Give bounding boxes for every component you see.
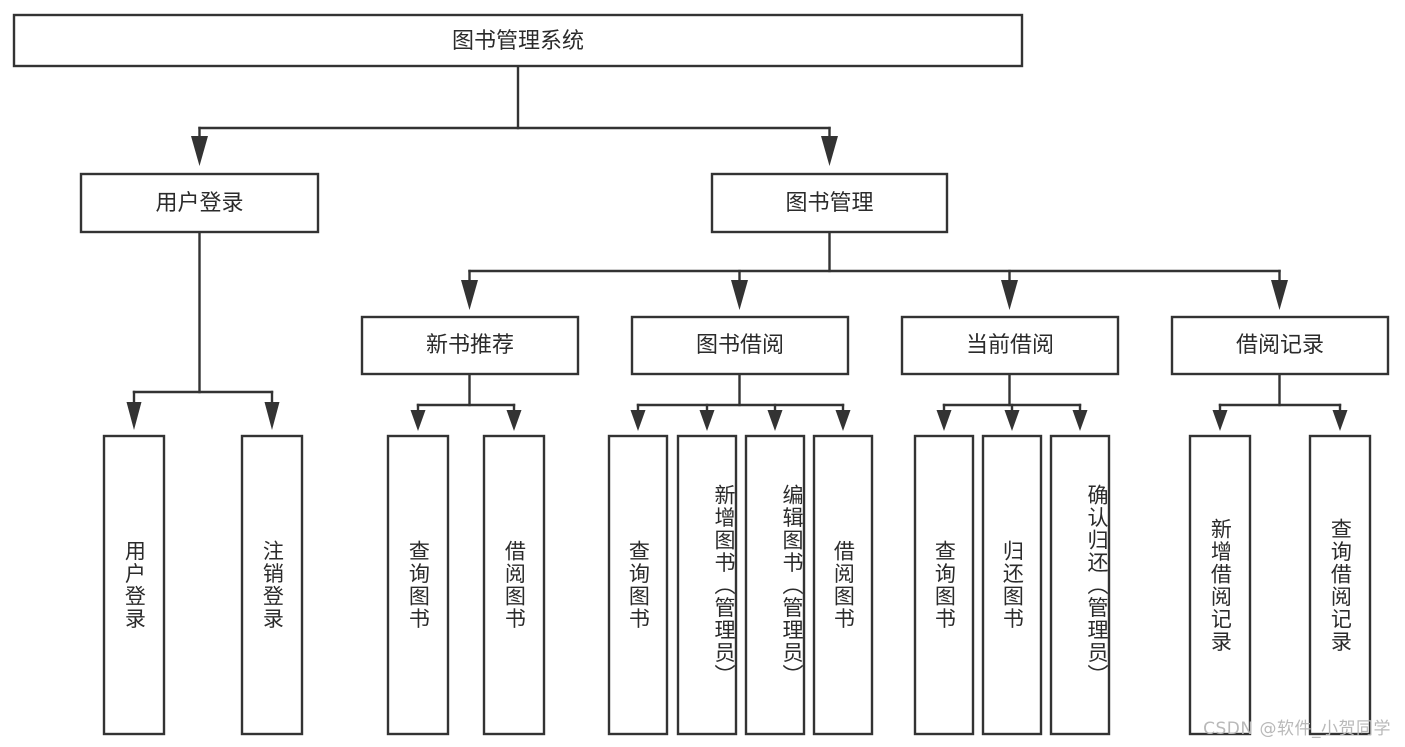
watermark-text: CSDN @软件_小贺同学	[1203, 719, 1391, 739]
arrow-head-to-book-mgmt	[821, 136, 838, 166]
arrow-head-to-book-borrow	[731, 280, 748, 310]
node-label-user-login: 用户登录	[155, 191, 243, 216]
node-box-leaf-query-book-rec[interactable]	[386, 434, 450, 736]
node-box-user-login[interactable]	[79, 172, 320, 234]
node-label-borrow-record: 借阅记录	[1236, 333, 1324, 358]
arrow-head-currentborrow-leaf3	[1072, 410, 1088, 431]
arrow-head-bookborrow-leaf1	[630, 410, 646, 431]
node-box-leaf-confirm-return-admin[interactable]	[1049, 434, 1111, 736]
node-box-leaf-borrow-book-rec[interactable]	[482, 434, 546, 736]
node-label-new-book-recommend: 新书推荐	[426, 333, 514, 358]
node-box-leaf-query-book-current[interactable]	[913, 434, 975, 736]
connector-group-bookmgmt-to-level3	[461, 230, 1288, 310]
connector-group-currentborrow-to-leaves	[936, 372, 1088, 431]
arrow-head-newbook-leaf2	[506, 410, 522, 431]
arrow-head-borrowrecord-leaf2	[1332, 410, 1348, 431]
connector-group-borrowrecord-to-leaves	[1212, 372, 1348, 431]
arrow-head-currentborrow-leaf1	[936, 410, 952, 431]
node-box-leaf-add-book-admin[interactable]	[676, 434, 738, 736]
arrow-head-to-new-book-rec	[461, 280, 478, 310]
arrow-head-currentborrow-leaf2	[1004, 410, 1020, 431]
node-label-book-management: 图书管理	[785, 191, 873, 216]
node-box-leaf-query-book-borrow[interactable]	[607, 434, 669, 736]
connector-group-userlogin-to-leaves	[126, 230, 280, 430]
node-box-leaf-return-book[interactable]	[981, 434, 1043, 736]
node-box-leaf-query-borrow-record[interactable]	[1308, 434, 1372, 736]
node-label-book-borrow: 图书借阅	[696, 333, 784, 358]
arrow-head-borrowrecord-leaf1	[1212, 410, 1228, 431]
connector-group-root-to-level2	[191, 64, 838, 166]
node-box-leaf-edit-book-admin[interactable]	[744, 434, 806, 736]
arrow-head-to-borrow-record	[1271, 280, 1288, 310]
node-root-system[interactable]: 图书管理系统	[12, 13, 1024, 68]
arrow-head-bookborrow-leaf3	[767, 410, 783, 431]
arrow-head-to-user-login	[191, 136, 208, 166]
node-box-leaf-user-login[interactable]	[102, 434, 166, 736]
node-box-current-borrow[interactable]	[900, 315, 1120, 376]
arrow-head-newbook-leaf1	[410, 410, 426, 431]
node-user-login[interactable]: 用户登录	[79, 172, 320, 234]
node-book-borrow[interactable]: 图书借阅	[630, 315, 850, 376]
node-borrow-record[interactable]: 借阅记录	[1170, 315, 1390, 376]
arrow-head-bookborrow-leaf4	[835, 410, 851, 431]
node-box-leaf-borrow-book[interactable]	[812, 434, 874, 736]
node-box-book-borrow[interactable]	[630, 315, 850, 376]
arrow-head-userlogin-leaf2	[264, 402, 280, 430]
node-box-book-management[interactable]	[710, 172, 949, 234]
node-label-current-borrow: 当前借阅	[966, 333, 1054, 358]
node-box-leaf-logout[interactable]	[240, 434, 304, 736]
node-label-root-system: 图书管理系统	[452, 29, 584, 54]
arrow-head-to-current-borrow	[1001, 280, 1018, 310]
node-box-new-book-recommend[interactable]	[360, 315, 580, 376]
arrow-head-bookborrow-leaf2	[699, 410, 715, 431]
connector-group-newbook-to-leaves	[410, 372, 522, 431]
connector-group-bookborrow-to-leaves	[630, 372, 851, 431]
node-box-root-system[interactable]	[12, 13, 1024, 68]
node-box-leaf-add-borrow-record[interactable]	[1188, 434, 1252, 736]
arrow-head-userlogin-leaf1	[126, 402, 142, 430]
node-book-management[interactable]: 图书管理	[710, 172, 949, 234]
node-box-borrow-record[interactable]	[1170, 315, 1390, 376]
node-new-book-recommend[interactable]: 新书推荐	[360, 315, 580, 376]
node-current-borrow[interactable]: 当前借阅	[900, 315, 1120, 376]
